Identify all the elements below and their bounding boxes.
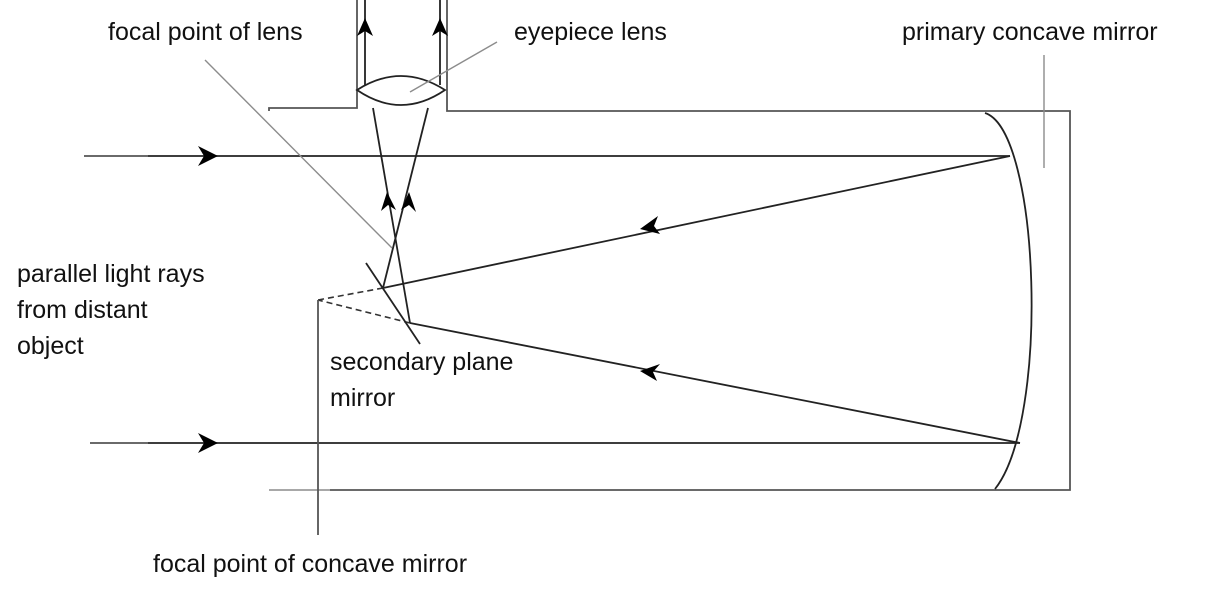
label-parallel-rays-line3: object [17, 332, 84, 360]
label-secondary-mirror-line2: mirror [330, 384, 395, 412]
arrowhead-up-icon [381, 192, 396, 211]
dashed-extension-top [317, 287, 384, 301]
incoming-ray-bottom [90, 433, 1020, 453]
ray-to-eyepiece-left [382, 107, 429, 289]
ray-to-eyepiece-right [372, 107, 411, 324]
label-focal-point-concave-mirror: focal point of concave mirror [153, 550, 467, 578]
leader-focal-point-lens [204, 59, 393, 249]
label-focal-point-lens: focal point of lens [108, 18, 303, 46]
exit-ray-left [357, 0, 373, 85]
secondary-plane-mirror [365, 262, 421, 345]
tube-top-wall-right [330, 0, 1071, 491]
arrowhead-up-icon [432, 18, 448, 36]
label-secondary-mirror-line1: secondary plane [330, 348, 513, 376]
incoming-ray-top [84, 146, 1010, 166]
arrowhead-left-icon [640, 364, 660, 381]
reflected-ray-bottom [409, 322, 1021, 444]
exit-ray-right [432, 0, 448, 85]
leader-eyepiece-lens [409, 41, 498, 93]
reflected-ray-top [382, 155, 1011, 289]
arrowhead-right-icon [198, 146, 218, 166]
arrowhead-left-icon [640, 216, 660, 234]
arrowhead-up-icon [357, 18, 373, 36]
arrowhead-right-icon [198, 433, 218, 453]
tube-top-wall-left [268, 0, 358, 111]
label-eyepiece-lens: eyepiece lens [514, 18, 667, 46]
label-primary-concave-mirror: primary concave mirror [902, 18, 1158, 46]
telescope-tube [268, 0, 1071, 491]
label-parallel-rays-line1: parallel light rays [17, 260, 205, 288]
label-parallel-rays-line2: from distant [17, 296, 148, 324]
eyepiece-lens [355, 75, 447, 106]
arrowhead-up-icon [401, 192, 416, 212]
primary-concave-mirror [984, 112, 1033, 490]
dashed-extension-bottom [317, 299, 411, 324]
